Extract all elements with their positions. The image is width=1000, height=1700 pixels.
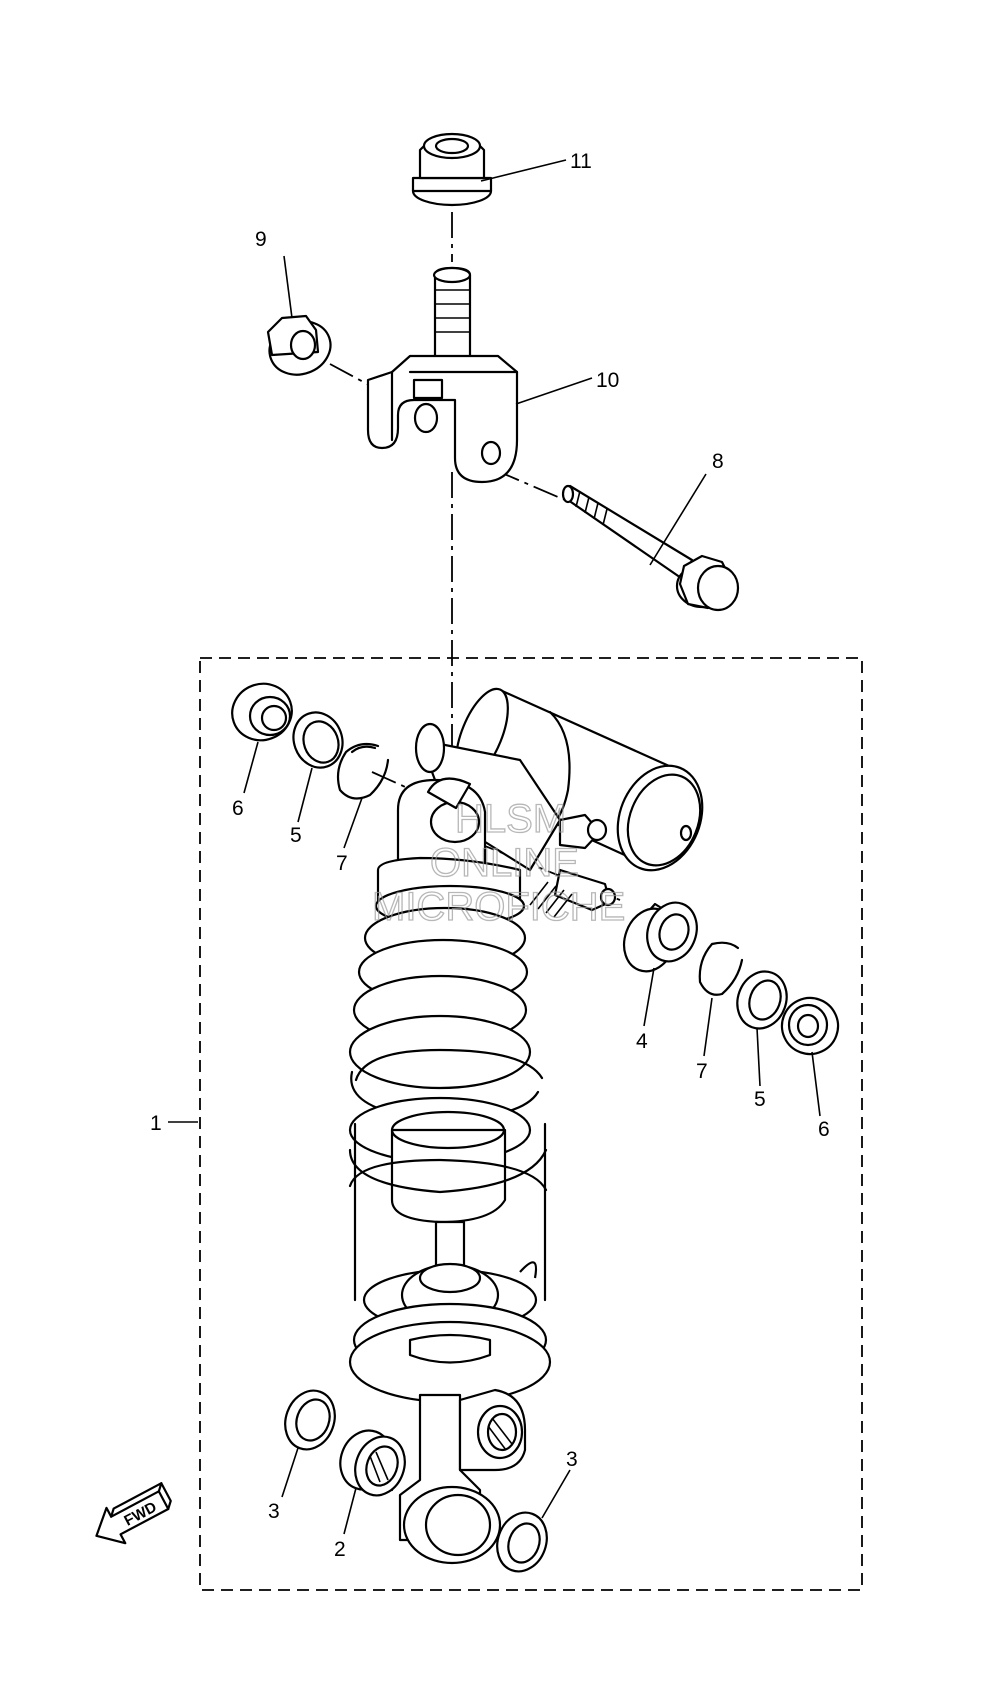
lower-oil-seal-part [736, 970, 788, 1030]
flange-nut-part [411, 132, 493, 207]
watermark-line-3: MICROFICHE [372, 885, 625, 929]
fwd-direction-arrow: FWD [95, 1482, 172, 1545]
needle-bearing-part [339, 1429, 406, 1497]
lower-circlip-part [698, 941, 744, 996]
upper-circlip-part [336, 742, 390, 800]
callout-7-lower: 7 [696, 1060, 708, 1083]
lower-seal-cap-part [780, 996, 840, 1056]
side-flange-nut-part [266, 314, 332, 376]
bottom-left-oil-seal-part [284, 1389, 336, 1451]
callout-11: 11 [570, 150, 592, 173]
assembly-boundary-box [199, 657, 863, 1591]
shock-absorber-part [348, 687, 704, 1565]
callout-3-left: 3 [268, 1500, 280, 1523]
leader-lines [168, 159, 821, 1535]
callout-4: 4 [636, 1030, 648, 1053]
callout-6-upper: 6 [232, 797, 244, 820]
callout-1: 1 [150, 1112, 162, 1135]
callout-10: 10 [596, 369, 619, 392]
callout-2: 2 [334, 1538, 346, 1561]
callout-3-right: 3 [566, 1448, 578, 1471]
bottom-right-oil-seal-part [496, 1511, 548, 1573]
callout-5-upper: 5 [290, 824, 302, 847]
callout-8: 8 [712, 450, 724, 473]
callout-5-lower: 5 [754, 1088, 766, 1111]
watermark: HLSM ONLINE MICROFICHE [371, 796, 626, 929]
watermark-line-2: ONLINE [430, 841, 579, 885]
mounting-bolt-part [561, 484, 740, 612]
callout-7-upper: 7 [336, 852, 348, 875]
callout-9: 9 [255, 228, 267, 251]
watermark-line-1: HLSM [455, 797, 566, 841]
upper-bracket-part [366, 266, 519, 484]
upper-seal-cap-part [231, 682, 293, 742]
callout-labels: 11 9 10 8 1 6 5 7 4 7 5 6 3 2 3 [150, 150, 830, 1561]
callout-6-lower: 6 [818, 1118, 830, 1141]
upper-oil-seal-part [292, 711, 344, 769]
collar-part [622, 901, 698, 973]
